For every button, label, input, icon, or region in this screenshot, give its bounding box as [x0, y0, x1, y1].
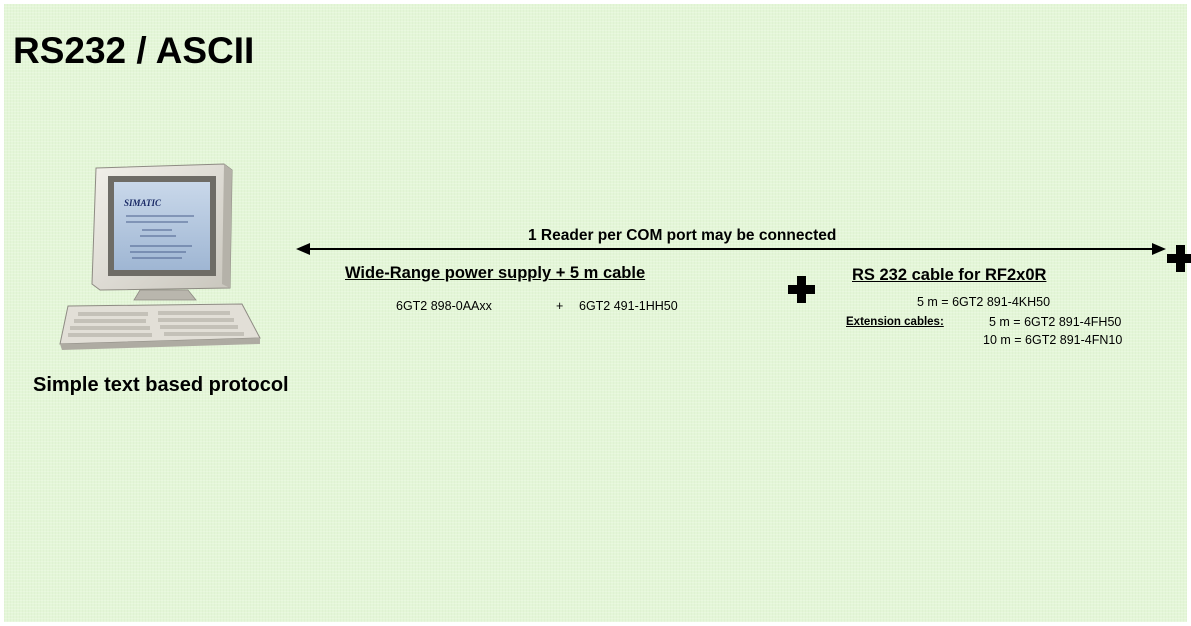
plus-icon-right [1167, 245, 1191, 272]
connection-label: 1 Reader per COM port may be connected [528, 227, 837, 244]
protocol-caption: Simple text based protocol [33, 374, 289, 396]
slide-title: RS232 / ASCII [13, 30, 255, 71]
desktop-computer-icon: SIMATIC [59, 163, 261, 350]
screen-text: SIMATIC [124, 198, 162, 208]
power-supply-plus: + [556, 299, 564, 313]
power-supply-part-2: 6GT2 491-1HH50 [579, 299, 678, 313]
power-supply-heading: Wide-Range power supply + 5 m cable [345, 264, 646, 282]
plus-icon [788, 276, 815, 303]
slide: RS232 / ASCII SIMATIC [4, 4, 1191, 622]
rs232-cable-standard: 5 m = 6GT2 891-4KH50 [917, 295, 1051, 309]
arrow-right-head [1152, 243, 1166, 255]
rs232-cable-heading: RS 232 cable for RF2x0R [852, 266, 1047, 284]
arrow-left-head [296, 243, 310, 255]
extension-cable-5m: 5 m = 6GT2 891-4FH50 [989, 315, 1122, 329]
connection-arrow [296, 243, 1166, 255]
extension-cables-label: Extension cables: [846, 316, 944, 328]
extension-cable-10m: 10 m = 6GT2 891-4FN10 [983, 333, 1123, 347]
power-supply-part-1: 6GT2 898-0AAxx [396, 299, 492, 313]
